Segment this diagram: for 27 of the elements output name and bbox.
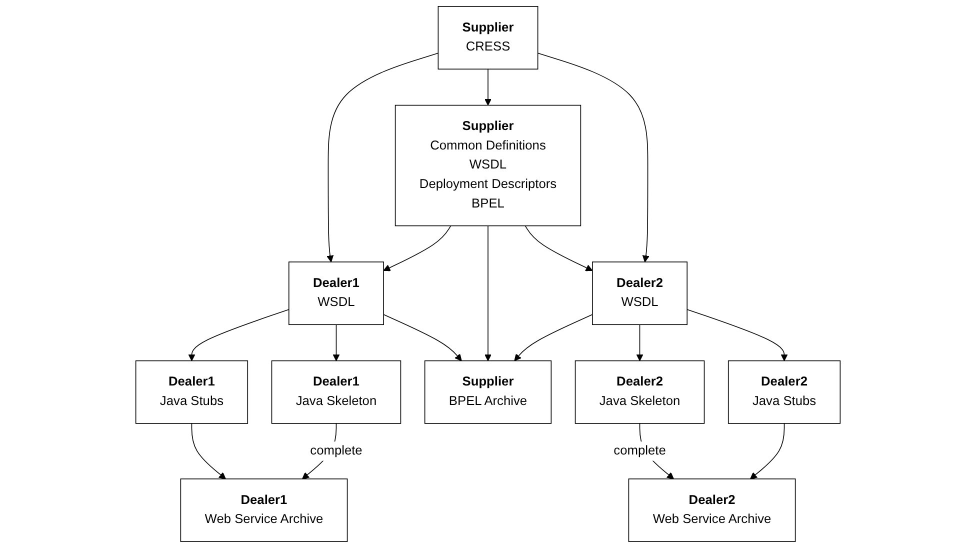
node-box: Dealer2 Web Service Archive: [628, 478, 796, 542]
node-box: Dealer2 Java Stubs: [728, 360, 841, 424]
arrow: [188, 309, 290, 362]
node-box: Supplier CRESS: [438, 6, 538, 70]
arrow: [326, 52, 439, 262]
node-box: Dealer1 WSDL: [288, 262, 384, 326]
node-box: Dealer1 Java Stubs: [135, 360, 248, 424]
arrow: [524, 225, 593, 272]
arrow: [332, 324, 340, 362]
arrow: [191, 423, 226, 480]
arrow: [514, 314, 593, 362]
arrow: [636, 324, 644, 362]
node-box: Dealer2 Java Skeleton: [574, 360, 705, 424]
arrow: [750, 423, 785, 480]
edge-label: complete: [614, 444, 666, 458]
node-box: Dealer2 WSDL: [592, 262, 688, 326]
arrow: [383, 314, 462, 362]
arrow: [537, 52, 650, 262]
node-box: Dealer1 Web Service Archive: [180, 478, 348, 542]
node-box: Supplier BPEL Archive: [424, 360, 552, 424]
node-box: Dealer1 Java Skeleton: [271, 360, 402, 424]
edge-label: complete: [310, 444, 362, 458]
arrow: [383, 225, 452, 272]
node-box: Supplier Common Definitions WSDL Deployment Descriptors BPEL: [394, 104, 582, 226]
arrow: [484, 225, 492, 362]
arrow: [686, 309, 788, 362]
arrow: [484, 68, 492, 106]
